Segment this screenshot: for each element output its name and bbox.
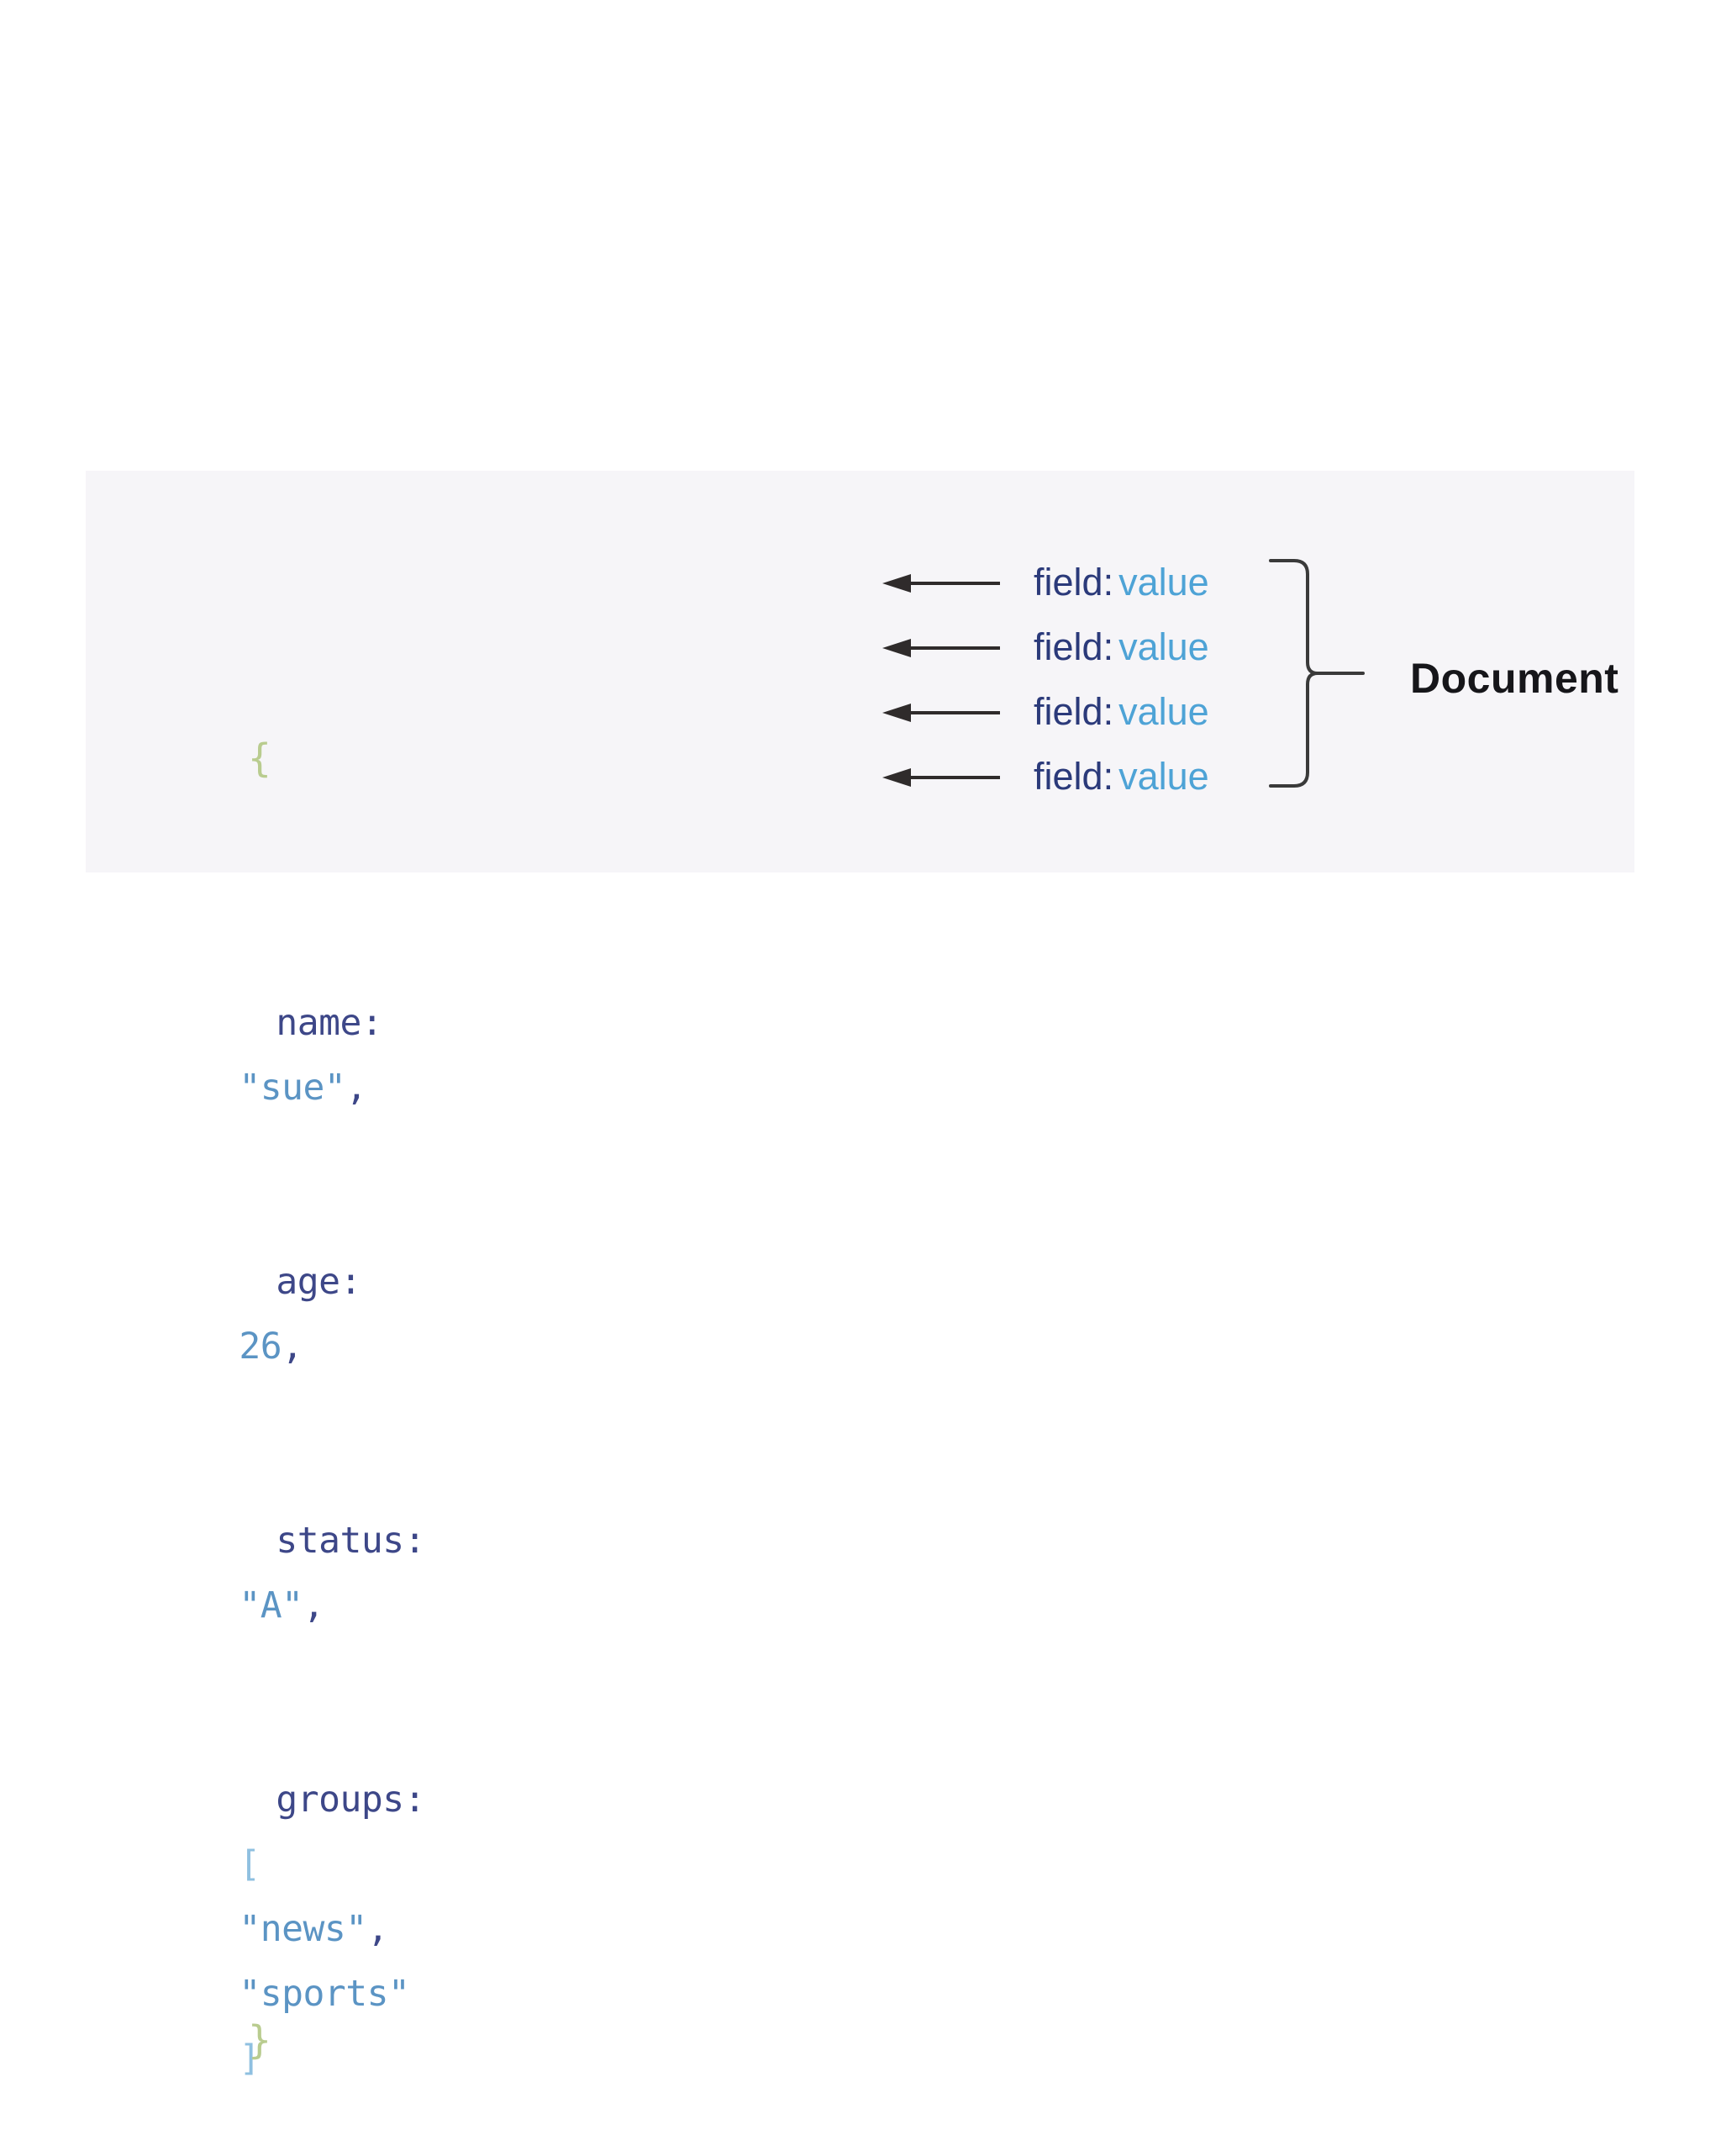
- value-label: value: [1118, 561, 1209, 604]
- code-value-groups-1: "news": [239, 1908, 367, 1950]
- left-arrow-icon: [882, 638, 1000, 657]
- code-field-age: age: [276, 1261, 340, 1303]
- code-comma-name: ,: [345, 1067, 367, 1109]
- field-colon: :: [1103, 561, 1114, 604]
- document-diagram-panel: { name: "sue", age: 26, status: "A", gro…: [86, 471, 1634, 2080]
- code-line-name: name: "sue",: [111, 926, 425, 1109]
- code-colon-groups: :: [403, 1779, 426, 1821]
- code-comma-age: ,: [282, 1326, 303, 1368]
- field-value-label-2: field:value: [1034, 628, 1209, 666]
- code-value-age: 26: [239, 1326, 282, 1368]
- annotation-row-2: field:value: [882, 614, 1209, 679]
- annotation-row-3: field:value: [882, 679, 1209, 744]
- field-colon: :: [1103, 625, 1114, 668]
- code-comma-groups: ,: [366, 1908, 389, 1950]
- field-value-label-3: field:value: [1034, 693, 1209, 730]
- value-label: value: [1118, 755, 1209, 798]
- field-value-label-4: field:value: [1034, 757, 1209, 795]
- open-brace: {: [248, 735, 271, 781]
- code-field-status: status: [276, 1520, 404, 1562]
- code-colon-status: :: [403, 1520, 426, 1562]
- left-arrow-icon: [882, 573, 1000, 593]
- left-arrow-icon: [882, 703, 1000, 722]
- code-open-bracket: [: [239, 1843, 261, 1885]
- code-field-groups: groups: [276, 1779, 404, 1821]
- field-colon: :: [1103, 690, 1114, 733]
- field-label: field: [1034, 561, 1103, 604]
- close-brace: }: [248, 2017, 271, 2063]
- document-label: Document: [1410, 655, 1619, 702]
- field-label: field: [1034, 755, 1103, 798]
- left-arrow-icon: [882, 767, 1000, 787]
- code-colon-name: :: [361, 1002, 383, 1044]
- field-colon: :: [1103, 755, 1114, 798]
- code-line-status: status: "A",: [111, 1444, 425, 1626]
- code-value-groups-2: "sports": [239, 1973, 410, 2015]
- field-label: field: [1034, 625, 1103, 668]
- code-field-name: name: [276, 1002, 361, 1044]
- code-value-name: "sue": [239, 1067, 346, 1109]
- group-brace-icon: [1269, 558, 1370, 788]
- annotation-row-4: field:value: [882, 744, 1209, 809]
- annotation-row-1: field:value: [882, 550, 1209, 614]
- code-value-status: "A": [239, 1584, 303, 1626]
- code-colon-age: :: [339, 1261, 362, 1303]
- field-label: field: [1034, 690, 1103, 733]
- code-line-age: age: 26,: [111, 1185, 425, 1368]
- value-label: value: [1118, 625, 1209, 668]
- field-value-label-1: field:value: [1034, 563, 1209, 601]
- code-line-open-brace: {: [111, 680, 425, 781]
- json-document-code: { name: "sue", age: 26, status: "A", gro…: [111, 486, 425, 2143]
- code-comma-status: ,: [303, 1584, 325, 1626]
- code-line-groups: groups: [ "news", "sports" ]: [111, 1703, 425, 2080]
- value-label: value: [1118, 690, 1209, 733]
